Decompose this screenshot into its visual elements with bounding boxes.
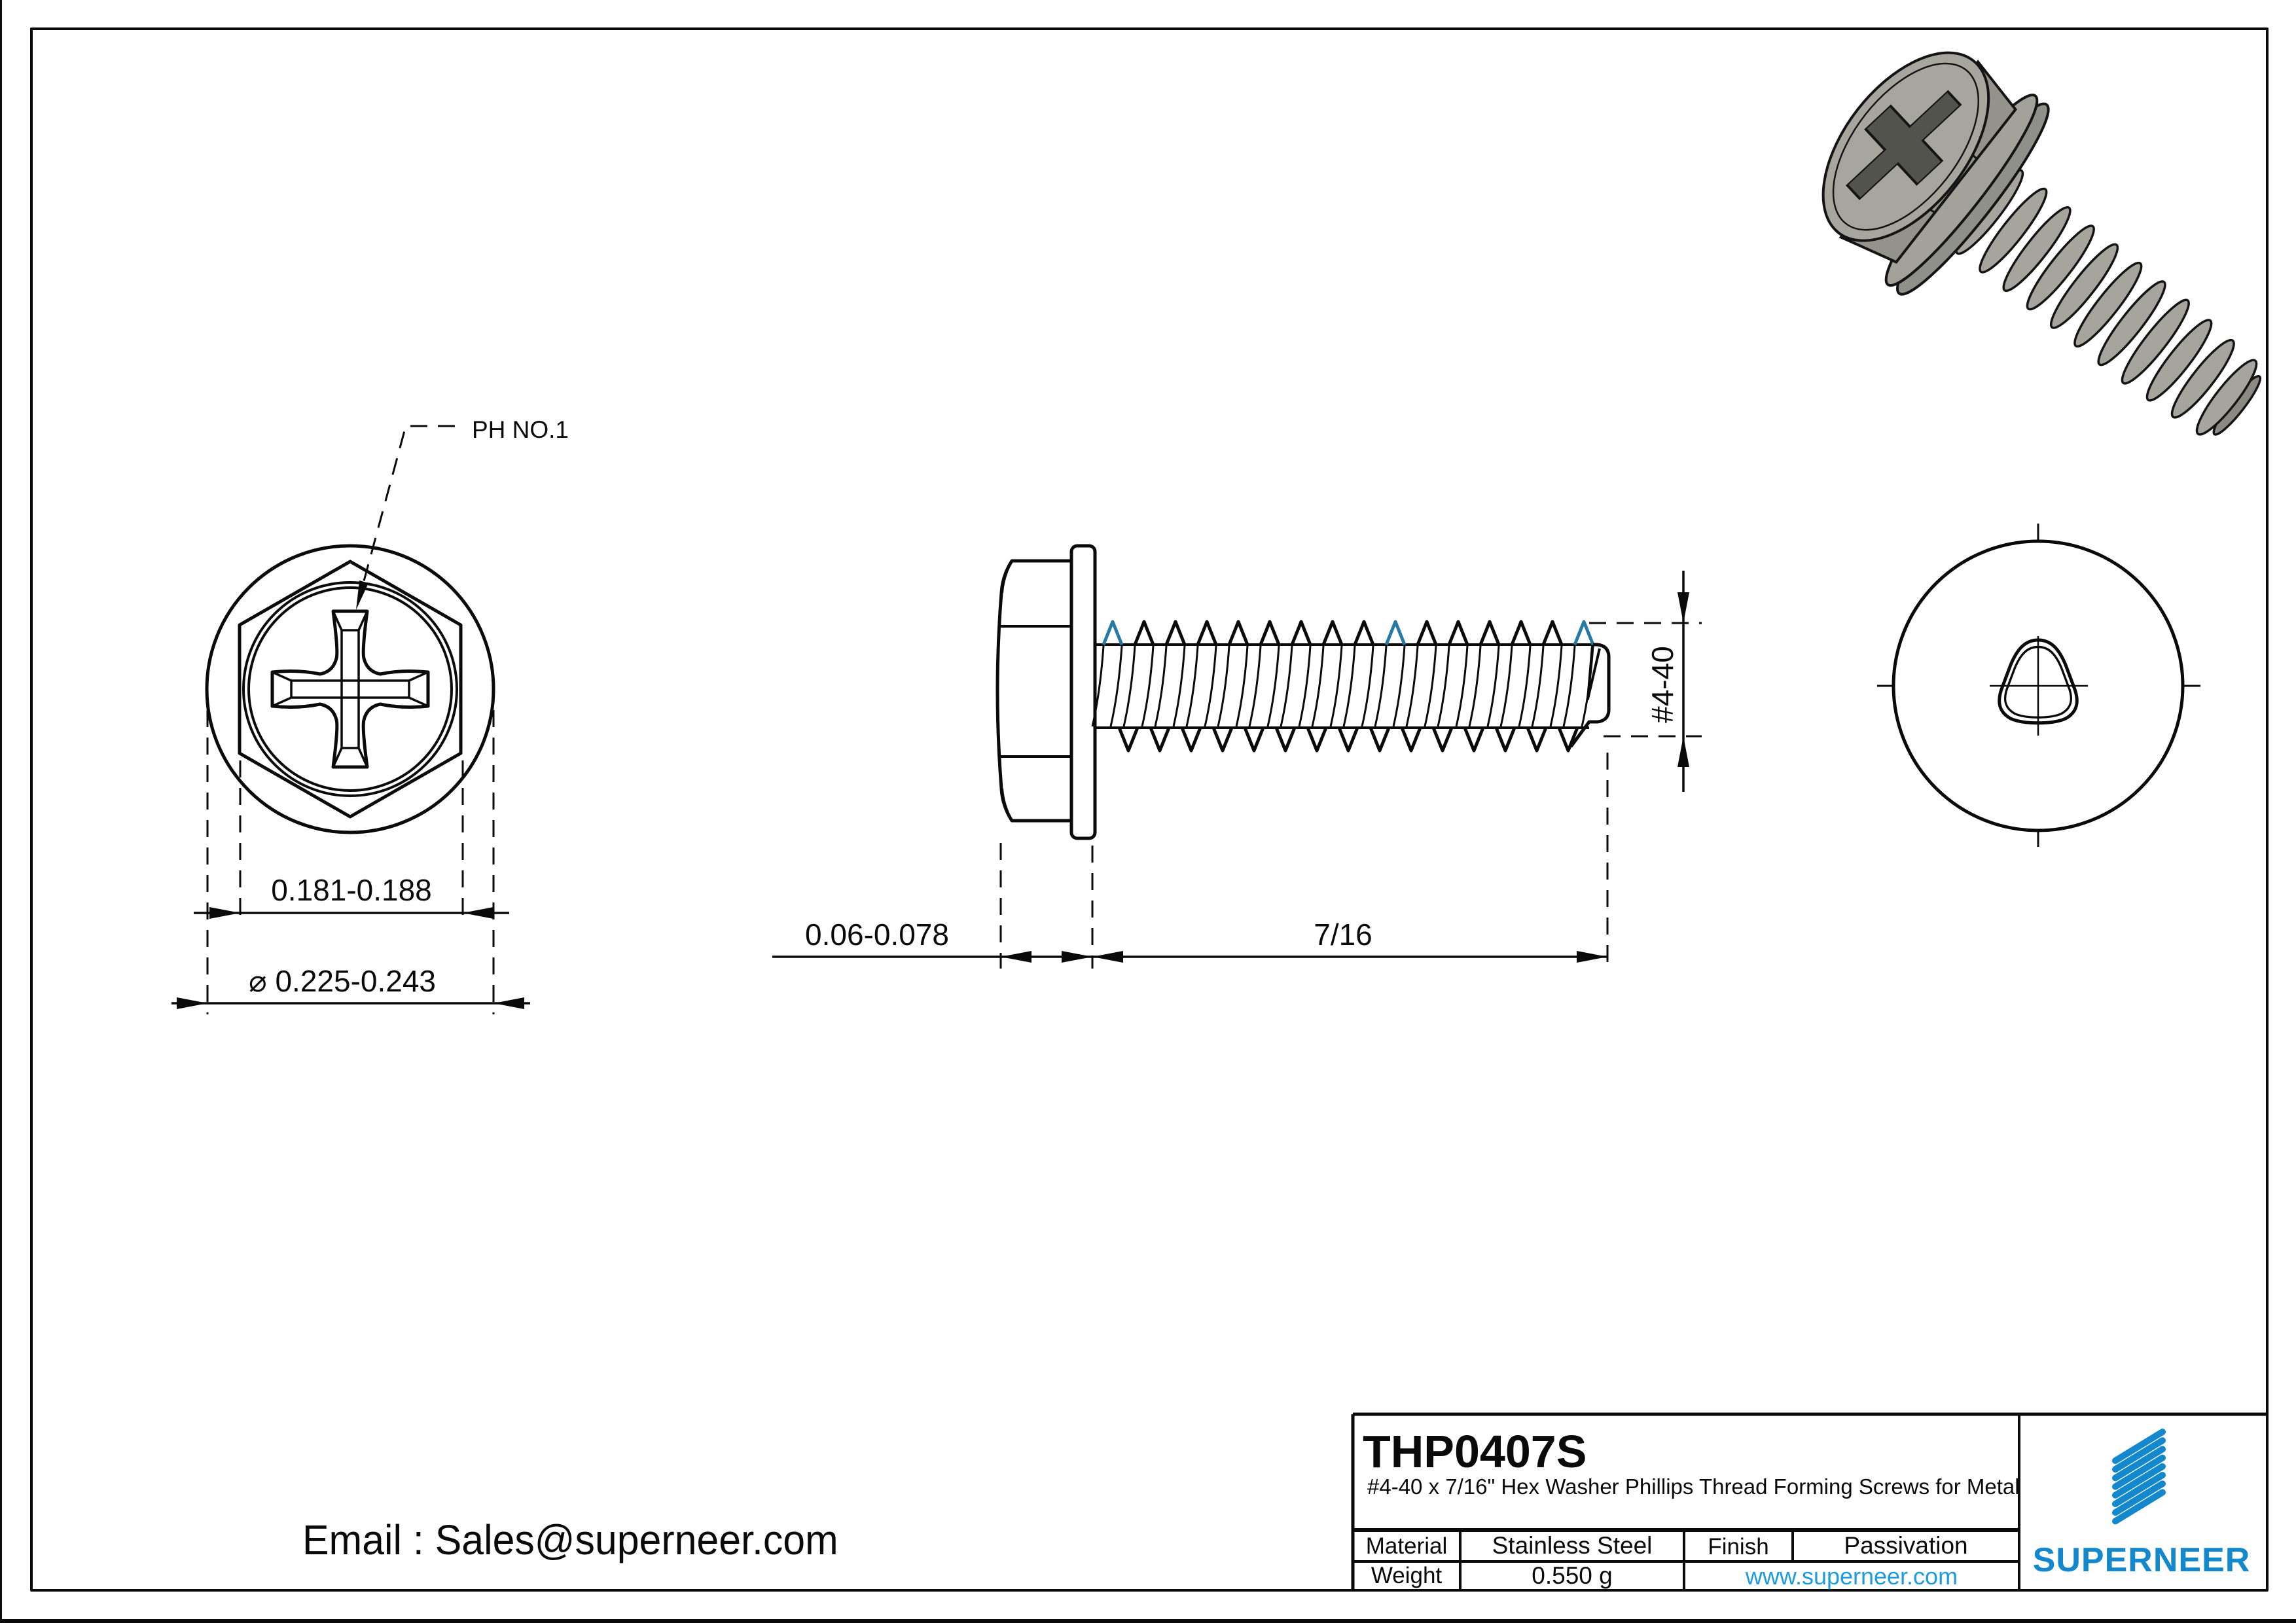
dim-head-height-text: 0.06-0.078 [805, 918, 949, 952]
hex-head-outline [238, 560, 463, 819]
part-description: #4-40 x 7/16" Hex Washer Phillips Thread… [1367, 1474, 2020, 1499]
ph-leader-arrow [356, 580, 368, 610]
dim-arrow [493, 997, 524, 1009]
trilobe-outer [1998, 638, 2079, 725]
dim-arrow [463, 907, 493, 919]
head-top-circle [242, 581, 458, 797]
dim-across-flats-text: 0.181-0.188 [271, 873, 432, 907]
dim-washer-dia-text: ⌀ 0.225-0.243 [249, 963, 436, 999]
side-washer-flange [1069, 544, 1097, 840]
material-label: Material [1365, 1533, 1448, 1559]
side-extension-lines [999, 622, 1702, 969]
head-chamfer-circle [247, 586, 453, 792]
trilobe-inner [2003, 645, 2073, 719]
phillips-recess-outline [270, 609, 430, 769]
side-hex-facets [1001, 560, 1071, 821]
dim-arrow [1577, 951, 1607, 963]
website-link[interactable]: www.superneer.com [1745, 1563, 1958, 1590]
material-value: Stainless Steel [1492, 1532, 1653, 1559]
part-number: THP0407S [1363, 1426, 1587, 1477]
dim-arrow [177, 997, 207, 1009]
phillips-recess-flanks [272, 611, 429, 768]
finish-label: Finish [1708, 1534, 1769, 1560]
dim-arrow [209, 907, 240, 919]
dim-arrow [1092, 951, 1123, 963]
trilobe-crosshair [1990, 636, 2088, 736]
side-threads [1091, 620, 1611, 753]
side-view [772, 544, 1702, 969]
sheet-left-edge [0, 0, 2, 1623]
dim-arrow [1677, 592, 1689, 623]
dim-thread-size-text: #4-40 [1645, 646, 1679, 723]
title-block-lines [1351, 1412, 2267, 1590]
contact-email: Email : Sales@superneer.com [302, 1516, 838, 1563]
sheet-bottom-edge [0, 1619, 2296, 1623]
drawing-frame [30, 27, 2269, 1592]
phillips-3d [1845, 90, 1962, 200]
superneer-logo-icon [2112, 1429, 2166, 1525]
ph-leader-line [357, 425, 455, 603]
dim-arrow [1677, 736, 1689, 767]
dim-washer-dia-value: 0.225-0.243 [275, 964, 437, 998]
screw-3d-render [1821, 51, 2262, 436]
diameter-icon: ⌀ [248, 963, 267, 999]
dim-thread-length-text: 7/16 [1314, 918, 1372, 952]
end-view [1877, 524, 2200, 848]
finish-value: Passivation [1844, 1532, 1968, 1559]
dim-arrow [1001, 951, 1031, 963]
ph-drive-label: PH NO.1 [471, 416, 569, 443]
side-hex-head [996, 559, 1073, 823]
brand-name: SUPERNEER [2032, 1541, 2251, 1579]
weight-label: Weight [1371, 1563, 1443, 1588]
weight-value: 0.550 g [1532, 1562, 1613, 1589]
washer-flange-circle [205, 544, 495, 834]
dim-arrow [1062, 951, 1092, 963]
front-view [171, 425, 530, 1014]
